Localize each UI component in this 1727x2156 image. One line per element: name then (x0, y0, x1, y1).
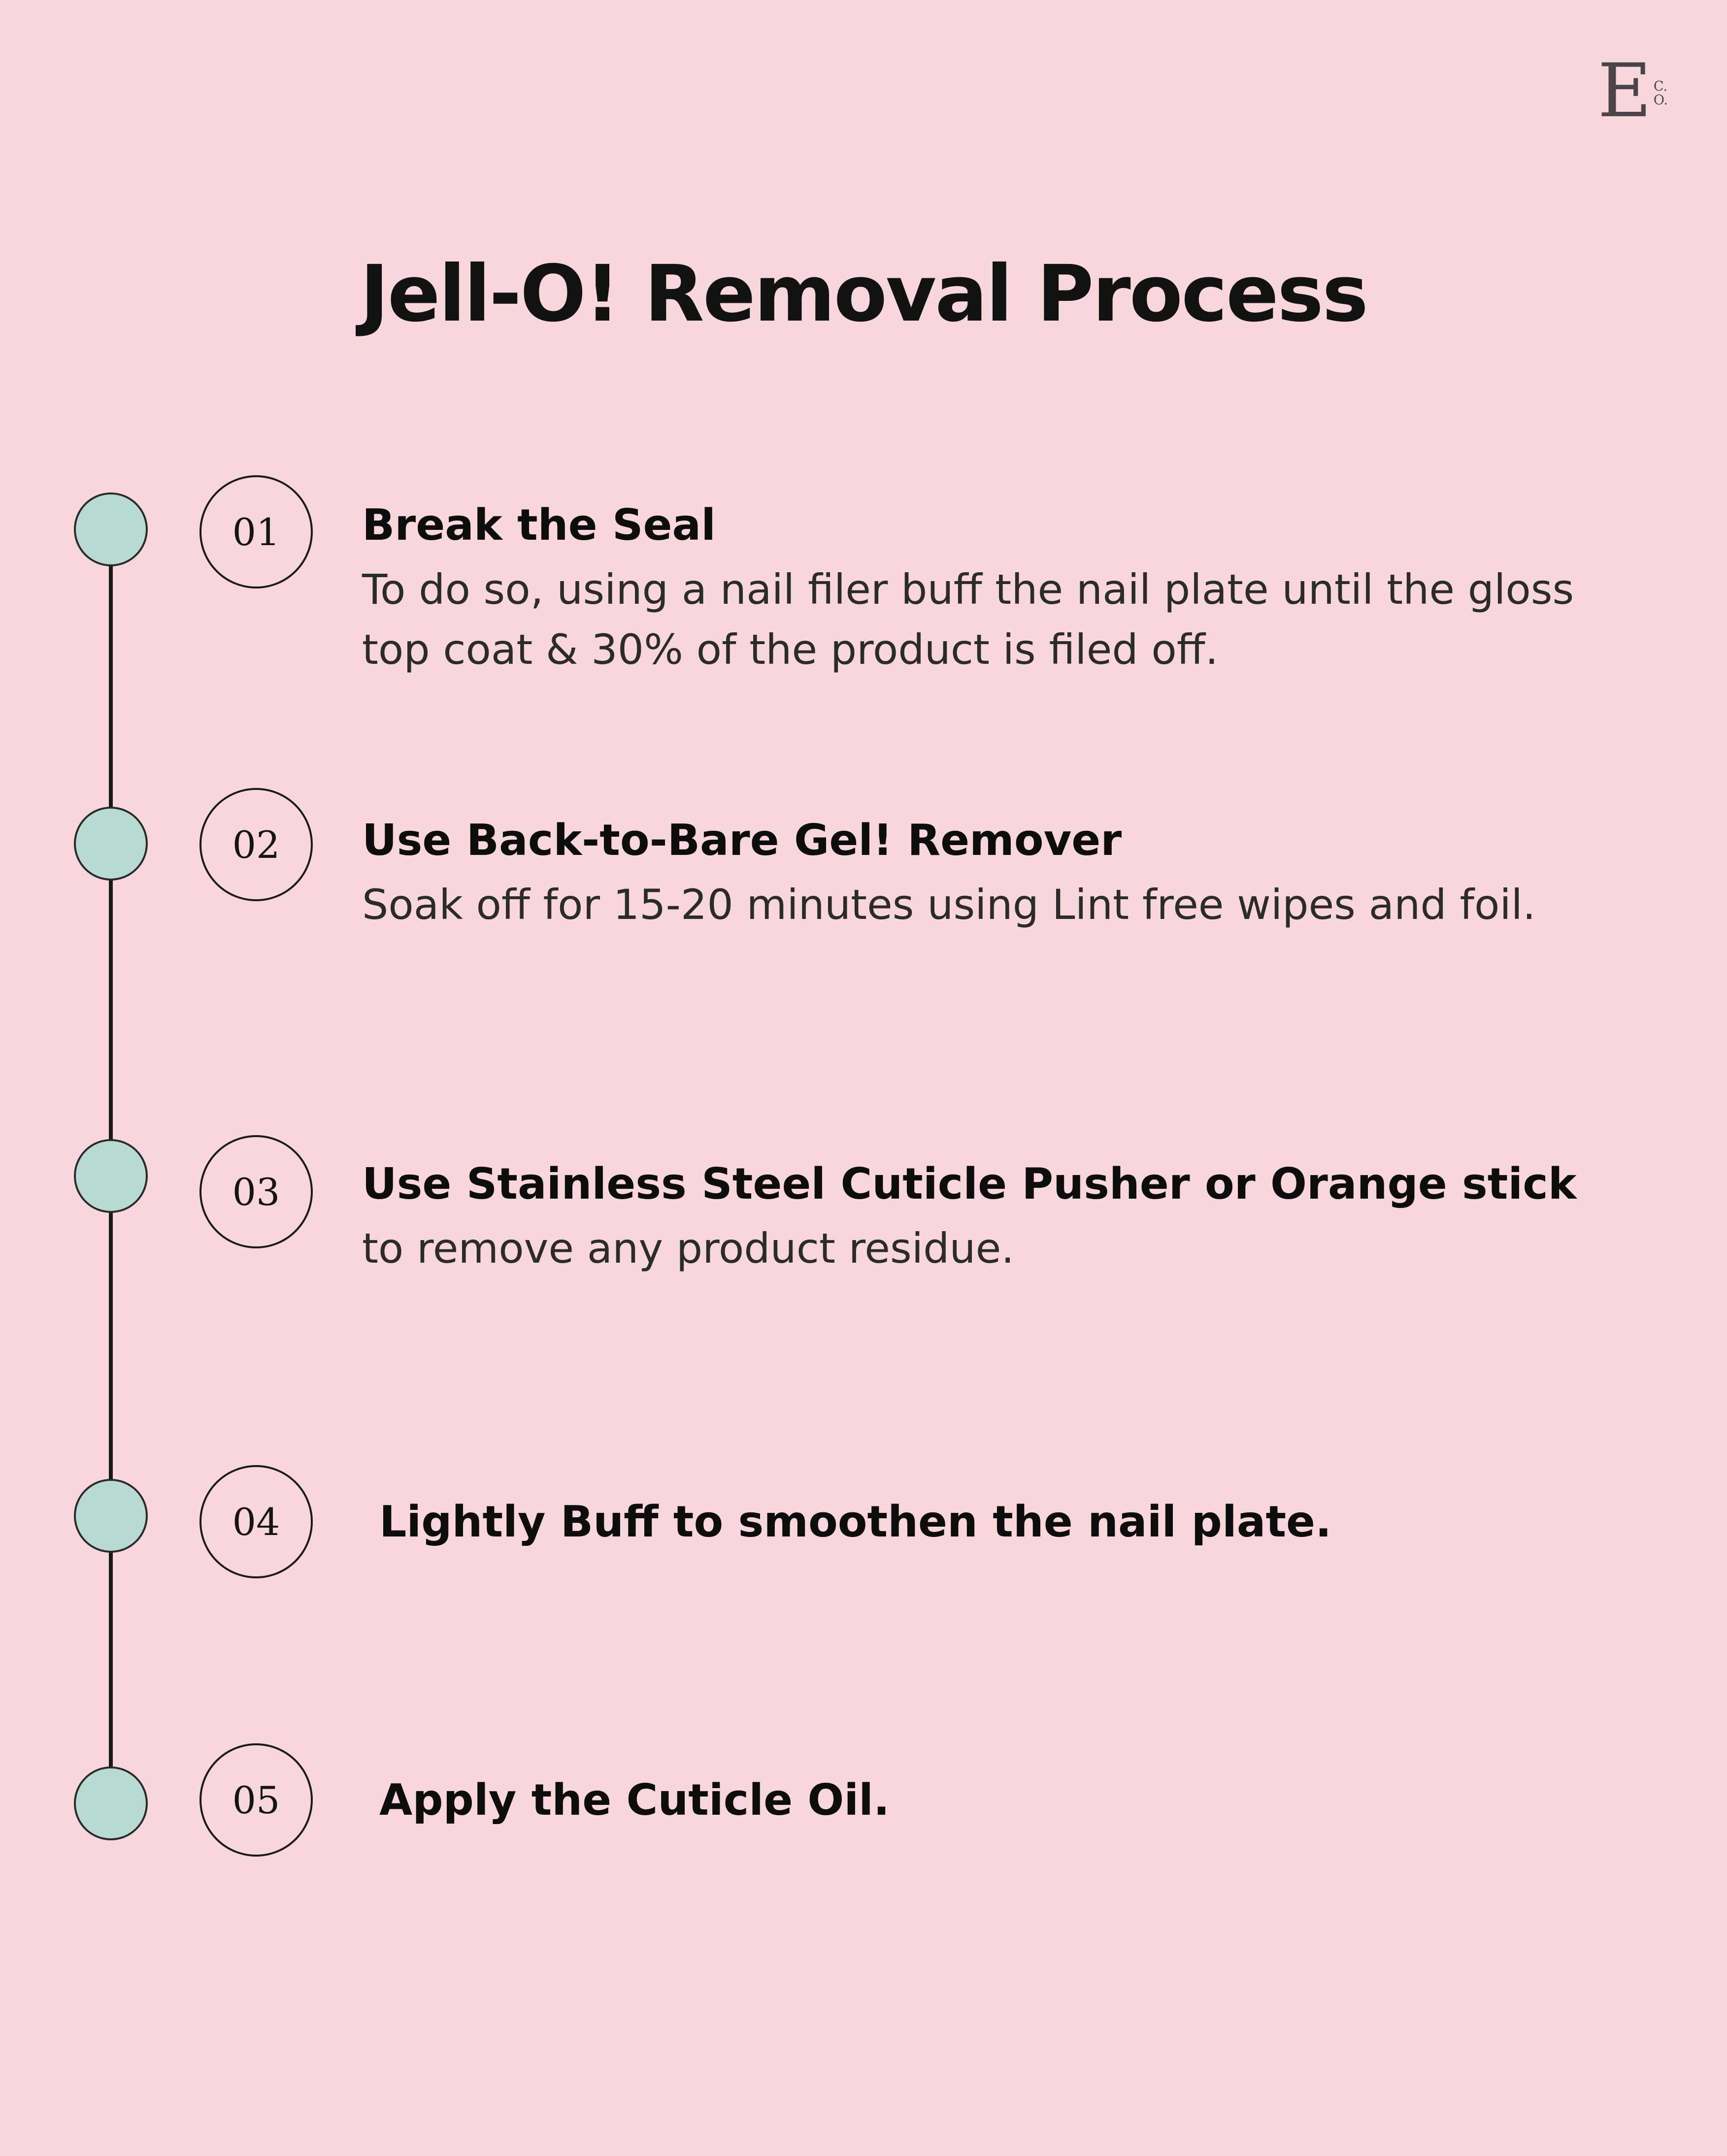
step-number-badge-4: 04 (199, 1465, 313, 1578)
step-number-3: 03 (232, 1170, 280, 1214)
step-item-5: Apply the Cuticle Oil. (379, 1773, 1670, 1827)
step-title-2: Use Back-to-Bare Gel! Remover (362, 815, 1122, 865)
step-description-2: Soak off for 15-20 minutes using Lint fr… (362, 880, 1536, 929)
step-description-1: To do so, using a nail filer buff the na… (362, 565, 1574, 674)
step-number-2: 02 (232, 822, 280, 867)
step-item-3: Use Stainless Steel Cuticle Pusher or Or… (362, 1157, 1653, 1279)
step-number-badge-2: 02 (199, 788, 313, 901)
page-title: Jell-O! Removal Process (360, 249, 1368, 339)
logo-letter-e: E (1597, 48, 1652, 134)
step-item-1: Break the Seal To do so, using a nail fi… (362, 498, 1653, 680)
logo-sub-letters: C. O. (1653, 79, 1668, 108)
step-item-2: Use Back-to-Bare Gel! Remover Soak off f… (362, 814, 1653, 935)
step-number-1: 01 (232, 510, 280, 554)
logo-sub-top: C. (1653, 79, 1668, 94)
step-number-4: 04 (232, 1500, 280, 1544)
step-title-4: Lightly Buff to smoothen the nail plate. (379, 1497, 1332, 1547)
timeline-dot-5 (74, 1766, 148, 1840)
step-number-5: 05 (232, 1778, 280, 1822)
step-item-4: Lightly Buff to smoothen the nail plate. (379, 1495, 1670, 1549)
step-number-badge-5: 05 (199, 1743, 313, 1857)
step-description-3: to remove any product residue. (362, 1224, 1015, 1273)
brand-logo: E C. O. (1597, 54, 1668, 128)
step-title-3: Use Stainless Steel Cuticle Pusher or Or… (362, 1159, 1577, 1209)
timeline-dot-2 (74, 807, 148, 881)
timeline-dot-3 (74, 1139, 148, 1213)
step-number-badge-1: 01 (199, 475, 313, 588)
step-title-1: Break the Seal (362, 500, 716, 550)
logo-sub-bottom: O. (1653, 93, 1668, 108)
timeline-dot-1 (74, 492, 148, 566)
timeline-dot-4 (74, 1479, 148, 1553)
step-number-badge-3: 03 (199, 1135, 313, 1248)
step-title-5: Apply the Cuticle Oil. (379, 1775, 890, 1825)
